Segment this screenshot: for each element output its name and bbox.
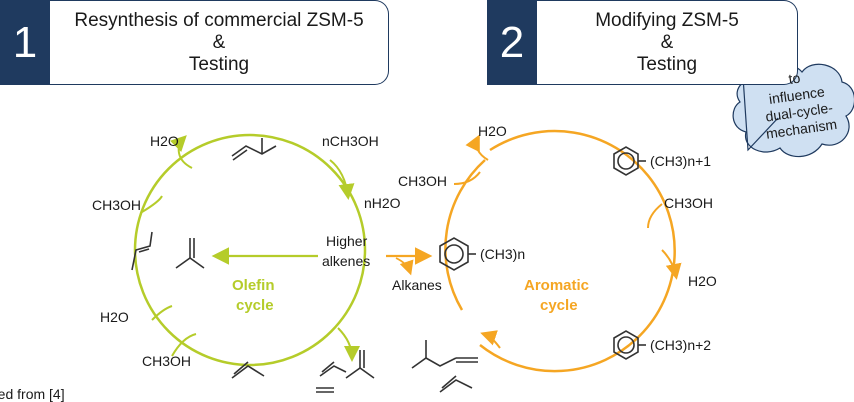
molecule-trimethylethylene-icon [231, 138, 277, 161]
branch-methanol-bottom [171, 333, 197, 357]
step-1: 1 Resynthesis of commercial ZSM-5 & Test… [0, 0, 390, 85]
branch-h2o-right [661, 249, 682, 280]
step-2-box: Modifying ZSM-5 & Testing [537, 0, 798, 85]
aromatic-cycle-ring-left [444, 159, 486, 311]
step-2-line2: & [660, 31, 674, 53]
step-1-line2: & [212, 31, 226, 53]
branch-bottom-products [480, 330, 501, 349]
benzene-mid-icon [439, 237, 476, 271]
molecule-2-butene-icon [131, 231, 153, 271]
label-n-methanol: nCH3OH [322, 133, 379, 149]
label-methanol-bottom: CH3OH [142, 353, 191, 369]
branch-methanol-left [141, 195, 163, 213]
label-arene-mid: (CH3)n [480, 246, 525, 262]
molecule-products-icon [316, 340, 478, 393]
aromatic-cycle-line2: cycle [540, 297, 578, 314]
aromatic-cycle-line1: Aromatic [524, 277, 589, 294]
label-h2o-top-right: H2O [478, 123, 507, 139]
label-h2o-bottom-left: H2O [100, 309, 129, 325]
branch-h2o-top-right [465, 134, 489, 161]
cloud-pointer-line [741, 61, 779, 152]
molecule-propene-icon [231, 361, 265, 379]
step-2-line3: Testing [636, 53, 698, 75]
step-1-box: Resynthesis of commercial ZSM-5 & Testin… [50, 0, 389, 85]
step-2: 2 Modifying ZSM-5 & Testing [487, 0, 799, 85]
olefin-cycle-ring [133, 133, 367, 367]
branch-to-products [337, 327, 360, 362]
olefin-cycle-line1: Olefin [232, 277, 275, 294]
label-arene-bottom: (CH3)n+2 [650, 337, 711, 353]
step-2-number: 2 [487, 0, 537, 85]
label-methanol-right-top: CH3OH [398, 173, 447, 189]
branch-n-methanol [329, 159, 355, 200]
step-1-number: 1 [0, 0, 50, 85]
label-methanol-right: CH3OH [664, 195, 713, 211]
branch-h2o-bottom-left [151, 305, 173, 321]
step-2-line1: Modifying ZSM-5 [595, 9, 739, 31]
label-alkanes: Alkanes [392, 277, 442, 293]
molecule-isobutene-icon [175, 238, 205, 269]
branch-methanol-right-top [453, 171, 481, 185]
label-h2o-right: H2O [688, 273, 717, 289]
label-center-line2: alkenes [322, 253, 370, 269]
branch-methanol-right [647, 203, 663, 229]
cloud-text: to influence dual-cycle- mechanism [740, 63, 854, 145]
arrow-to-alkanes [395, 257, 414, 276]
label-n-h2o: nH2O [364, 195, 401, 211]
label-center-line1: Higher [326, 233, 368, 249]
branch-h2o-top-left [169, 135, 193, 169]
label-methanol-left: CH3OH [92, 197, 141, 213]
label-h2o-top-left: H2O [150, 133, 179, 149]
olefin-cycle-line2: cycle [236, 297, 274, 314]
benzene-bottom-icon [613, 330, 646, 360]
label-arene-top: (CH3)n+1 [650, 153, 711, 169]
aromatic-cycle-ring [479, 129, 676, 373]
source-caption: eted from [4] [0, 386, 65, 402]
step-1-line1: Resynthesis of commercial ZSM-5 [74, 9, 364, 31]
step-1-line3: Testing [188, 53, 250, 75]
benzene-top-icon [613, 146, 646, 176]
